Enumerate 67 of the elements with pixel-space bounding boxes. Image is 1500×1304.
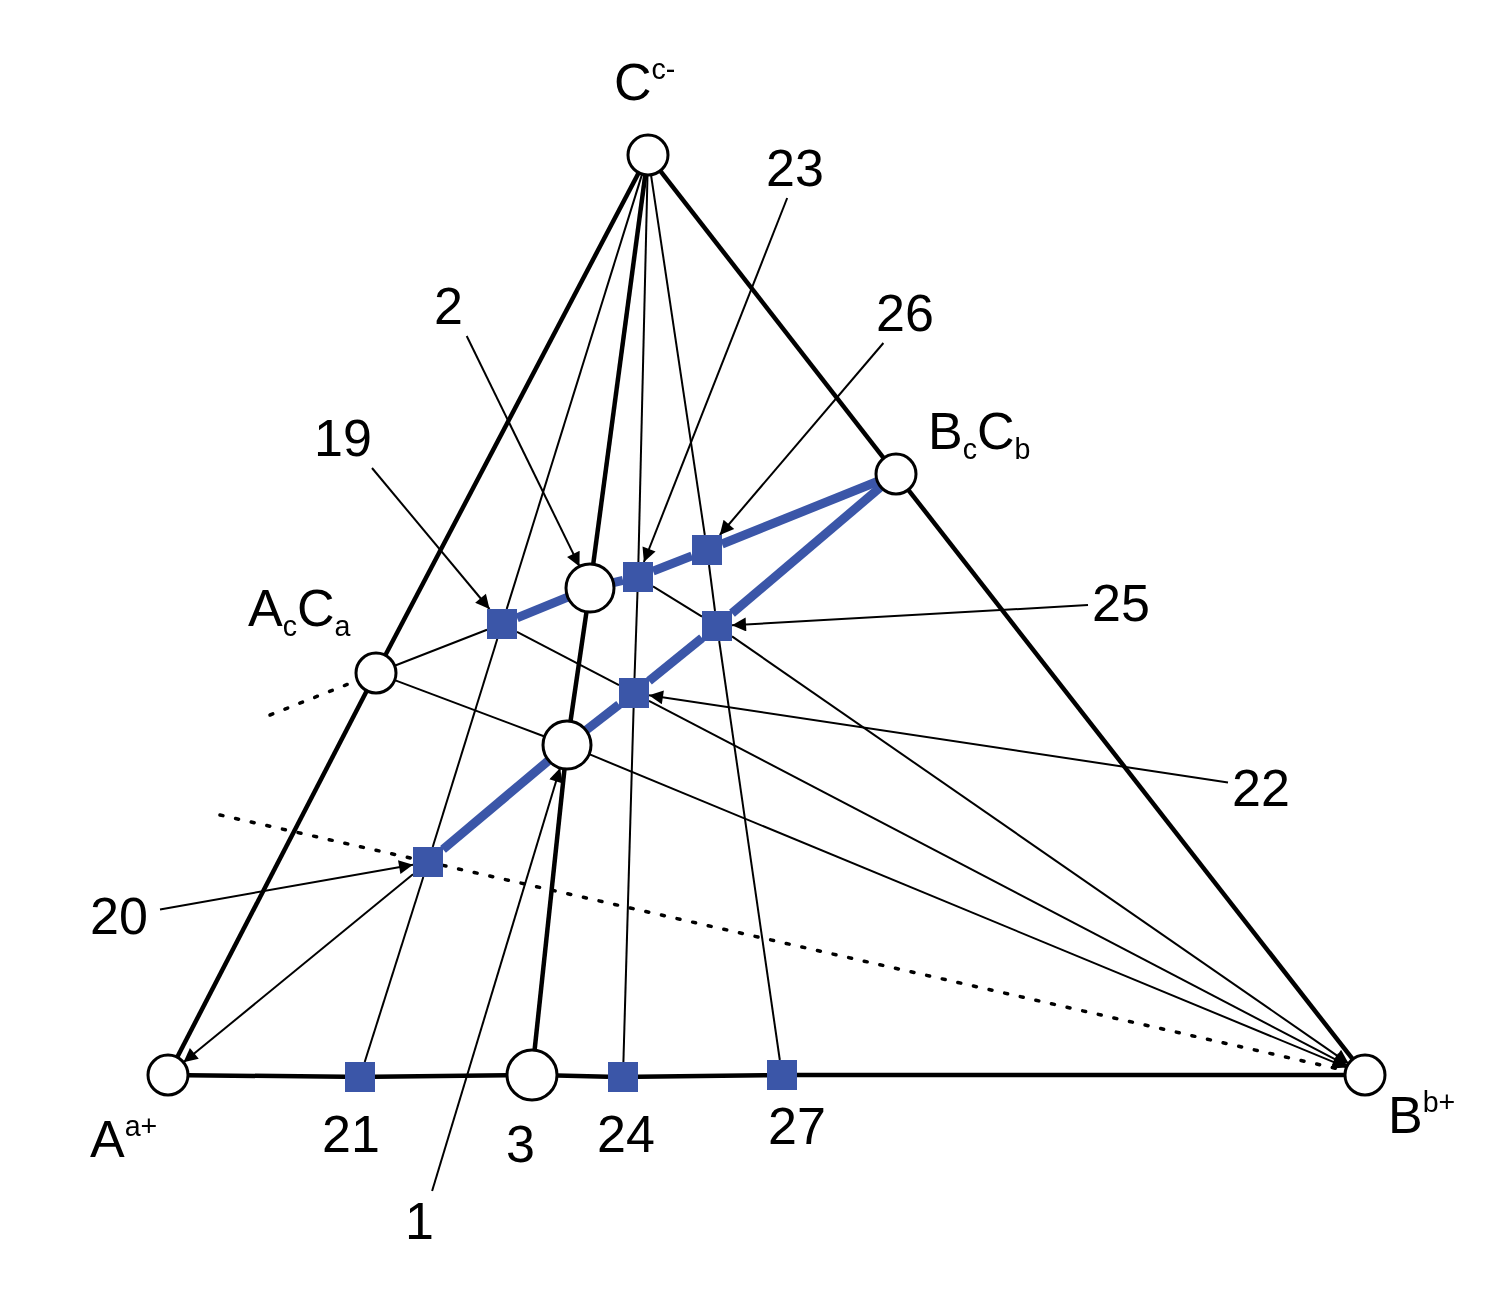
- tie-line: [516, 630, 620, 687]
- callout-number: 22: [1232, 762, 1298, 814]
- square-marker: [690, 533, 724, 567]
- boundary-line: [556, 1073, 609, 1079]
- tie-line: [708, 564, 716, 612]
- tie-line: [731, 635, 1350, 1065]
- boundary-line: [568, 611, 589, 722]
- tie-line: [652, 585, 703, 618]
- path-line: [729, 483, 884, 617]
- callout-number: 20: [90, 890, 156, 942]
- square-marker: [617, 676, 651, 710]
- square-marker: [485, 607, 519, 641]
- point-number: 21: [322, 1108, 380, 1160]
- callout-number: 2: [434, 280, 470, 332]
- callout-number: 26: [876, 287, 942, 339]
- callout-number: 1: [405, 1195, 441, 1247]
- phase-label: A$_{c}$C$_{a}$: [248, 582, 351, 641]
- boundary-line: [532, 768, 567, 1051]
- leader-arrow: [431, 767, 563, 1192]
- point-number: 3: [506, 1118, 535, 1170]
- callout-number: 23: [766, 142, 832, 194]
- vertex-label: C$^{c-}$: [614, 55, 676, 109]
- boundary-line: [187, 1072, 346, 1080]
- path-line: [440, 757, 552, 853]
- circle-marker: [564, 562, 616, 614]
- leader-arrow: [465, 335, 581, 568]
- tie-line: [718, 640, 781, 1061]
- square-marker: [700, 609, 734, 643]
- boundary-line: [797, 1072, 1345, 1078]
- phase-label: B$_{c}$C$_{b}$: [928, 405, 1031, 464]
- leader-arrow: [371, 467, 491, 610]
- point-number: 27: [768, 1100, 826, 1152]
- tie-line: [633, 591, 639, 679]
- callout-number: 19: [314, 412, 380, 464]
- tie-line: [650, 173, 706, 536]
- dotted-line: [218, 813, 415, 861]
- tie-line: [431, 638, 499, 848]
- boundary-line: [590, 174, 648, 565]
- path-line: [583, 701, 622, 734]
- circle-marker: [541, 719, 593, 771]
- tie-line: [182, 873, 414, 1064]
- leader-arrow: [731, 604, 1089, 632]
- boundary-line: [906, 488, 1355, 1061]
- callout-number: 25: [1092, 577, 1158, 629]
- tie-line: [622, 707, 635, 1063]
- leader-arrow: [642, 197, 789, 563]
- square-marker: [411, 845, 445, 879]
- boundary-line: [383, 171, 641, 657]
- boundary-line: [374, 1073, 508, 1080]
- tie-line: [588, 753, 1348, 1069]
- path-line: [646, 634, 705, 685]
- point-number: 24: [597, 1108, 655, 1160]
- tie-line: [648, 699, 1349, 1067]
- square-marker: [621, 560, 655, 594]
- tie-line: [393, 628, 488, 667]
- leader-arrow: [718, 342, 885, 536]
- vertex-label: A$^{a+}$: [90, 1112, 158, 1166]
- boundary-line: [637, 1072, 768, 1080]
- leader-arrow: [648, 690, 1229, 784]
- leader-arrow: [159, 860, 414, 911]
- tie-line: [393, 679, 546, 738]
- vertex-label: B$^{b+}$: [1388, 1088, 1456, 1142]
- tie-line: [505, 173, 644, 610]
- tie-line: [363, 876, 425, 1063]
- boundary-line: [658, 169, 886, 460]
- boundary-line: [175, 689, 369, 1059]
- tie-line: [637, 174, 649, 563]
